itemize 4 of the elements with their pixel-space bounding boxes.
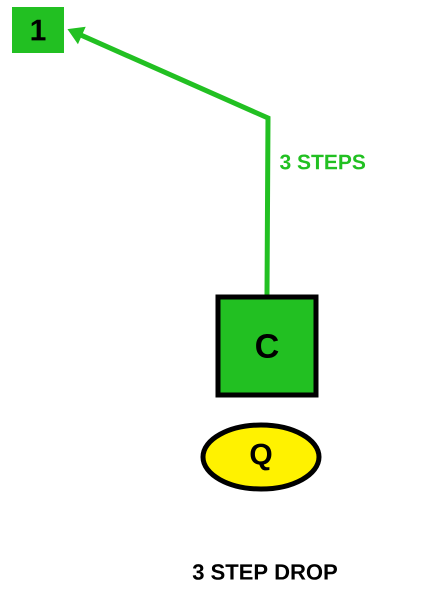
edge-label: 3 STEPS <box>280 154 366 170</box>
player-square: C <box>216 294 318 398</box>
number-box: 1 <box>12 7 64 53</box>
caption: 3 STEP DROP <box>192 564 337 580</box>
